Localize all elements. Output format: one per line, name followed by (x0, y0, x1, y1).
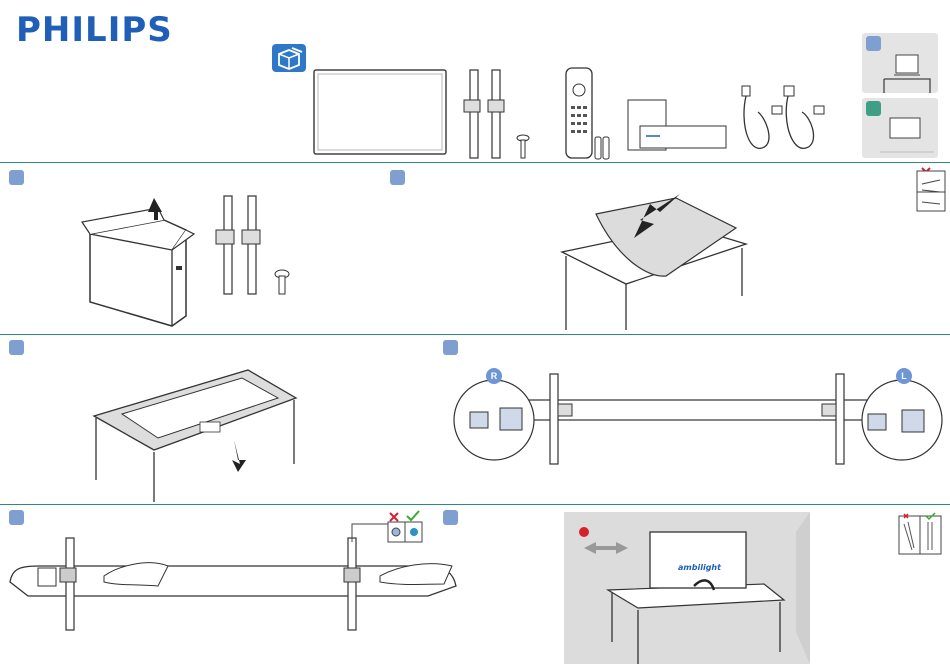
tighten-screws-illustration (8, 536, 460, 632)
remote-control-icon (564, 66, 594, 160)
soft-cloth-table-illustration (556, 184, 752, 330)
table-stand-badge (866, 36, 881, 51)
documents-icon (626, 98, 730, 154)
wall-mount-icon (880, 108, 934, 154)
right-side-label: R (486, 368, 502, 384)
correct-placement-icon (916, 170, 946, 212)
stand-and-screw-illustration (212, 192, 296, 302)
divider-3 (0, 504, 950, 505)
open-box-illustration (78, 190, 200, 330)
step-6-badge (443, 510, 458, 525)
wall-mount-badge (866, 101, 881, 116)
tv-face-down-illustration (92, 368, 298, 502)
step-1-badge (9, 170, 24, 185)
placement-illustration (564, 512, 810, 664)
left-side-label: L (896, 368, 912, 384)
divider-1 (0, 162, 950, 163)
box-contents-icon (272, 44, 306, 72)
attach-legs-illustration (450, 372, 945, 466)
divider-2 (0, 334, 950, 335)
ambilight-screen-text: ambilight (678, 563, 721, 572)
table-stand-icon (880, 51, 934, 93)
step-5-badge (9, 510, 24, 525)
brand-logo: PHILIPS (16, 10, 173, 50)
power-cord-icon (736, 82, 828, 158)
stand-legs-icon (462, 68, 512, 160)
step-2-badge (390, 170, 405, 185)
wall-mount-option (862, 98, 938, 158)
leg-comparison-icon (898, 512, 944, 556)
table-stand-option (862, 33, 938, 93)
tv-icon (312, 68, 448, 158)
step-3-badge (9, 340, 24, 355)
step-4-badge (443, 340, 458, 355)
batteries-icon (594, 134, 610, 160)
screw-head-comparison-icon (344, 520, 424, 546)
screw-icon (516, 134, 530, 160)
